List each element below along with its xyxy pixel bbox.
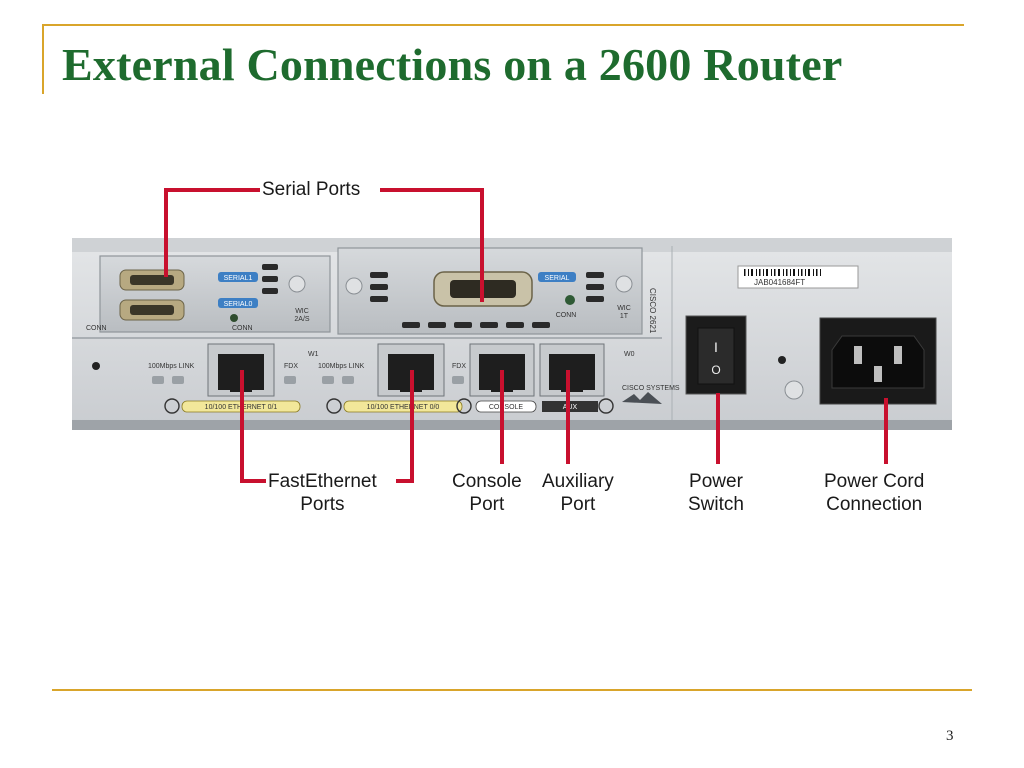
fastethernet-label-2: Ports	[300, 494, 345, 515]
wic-1t-label-2: 1T	[620, 313, 629, 320]
eth01-led-label: 100Mbps LINK	[148, 363, 195, 370]
top-accent-rule	[42, 24, 964, 26]
conn-label-wic1: CONN	[232, 325, 253, 332]
left-accent-rule	[42, 24, 44, 94]
power-cord-label-2: Connection	[826, 494, 923, 515]
bottom-accent-rule	[52, 689, 972, 691]
brand-label: CISCO SYSTEMS	[622, 385, 680, 392]
auxiliary-label-1: Auxiliary	[542, 471, 614, 492]
fdx-label-1: FDX	[284, 363, 298, 370]
fastethernet-callout-line-right	[396, 370, 414, 483]
serial-number-label: JAB041684FT	[754, 278, 805, 287]
wic-1t-card: SERIAL CONN WIC 1T	[337, 247, 643, 335]
serial0-label: SERIAL0	[224, 301, 253, 308]
power-switch[interactable]: I O	[685, 315, 747, 395]
serial1-label: SERIAL1	[224, 275, 253, 282]
console-strip-label: CONSOLE	[489, 404, 524, 411]
auxiliary-port[interactable]	[539, 343, 605, 397]
ground-screw-1	[164, 398, 180, 414]
power-switch-callout: Power Switch	[688, 470, 744, 516]
power-cord-inlet[interactable]	[819, 317, 937, 405]
auxiliary-callout: Auxiliary Port	[542, 470, 614, 516]
slide-title: External Connections on a 2600 Router	[62, 39, 843, 90]
w0-label: W0	[624, 351, 635, 358]
serial0-port[interactable]	[119, 299, 185, 321]
ground-screw-3	[456, 398, 472, 414]
fastethernet-callout-line-left	[240, 370, 266, 483]
ground-screw-4	[598, 398, 614, 414]
auxiliary-label-2: Port	[560, 494, 596, 515]
serial-label: SERIAL	[545, 275, 570, 282]
router-rear-panel: SERIAL1 SERIAL0 WIC 2A/S CONN CONN SERIA…	[72, 238, 952, 430]
conn-label-left: CONN	[86, 325, 107, 332]
serial-ports-callout: Serial Ports	[262, 178, 360, 201]
serial-ports-label: Serial Ports	[262, 179, 361, 200]
wic-2as-label-1: WIC	[295, 308, 309, 315]
fdx-label-2: FDX	[452, 363, 466, 370]
model-label: CISCO 2621	[648, 288, 657, 334]
eth00-strip-label: 10/100 ETHERNET 0/0	[367, 404, 440, 411]
power-cord-label-1: Power Cord	[824, 471, 925, 492]
conn-label-wic2: CONN	[556, 312, 577, 319]
aux-strip-label: AUX	[563, 404, 578, 411]
page-number: 3	[946, 728, 954, 744]
switch-off-symbol: O	[711, 363, 720, 377]
fastethernet-callout: FastEthernet Ports	[268, 470, 377, 516]
power-switch-label-2: Switch	[688, 494, 744, 515]
w1-label: W1	[308, 351, 319, 358]
fastethernet-label-1: FastEthernet	[268, 471, 377, 492]
barcode-icon	[744, 269, 821, 276]
serial-callout-line-right	[380, 188, 484, 302]
console-label-1: Console	[452, 471, 522, 492]
eth00-led-label: 100Mbps LINK	[318, 363, 365, 370]
console-label-2: Port	[469, 494, 505, 515]
switch-on-symbol: I	[714, 339, 718, 355]
console-callout: Console Port	[452, 470, 522, 516]
power-switch-label-1: Power	[689, 471, 743, 492]
wic-2as-label-2: 2A/S	[294, 316, 310, 323]
power-cord-callout: Power Cord Connection	[824, 470, 924, 516]
ground-screw-2	[326, 398, 342, 414]
wic-1t-label-1: WIC	[617, 305, 631, 312]
wic-2as-card: SERIAL1 SERIAL0 WIC 2A/S CONN CONN	[86, 255, 331, 333]
serial-callout-line-left	[164, 188, 260, 277]
chassis-screw	[784, 380, 804, 400]
